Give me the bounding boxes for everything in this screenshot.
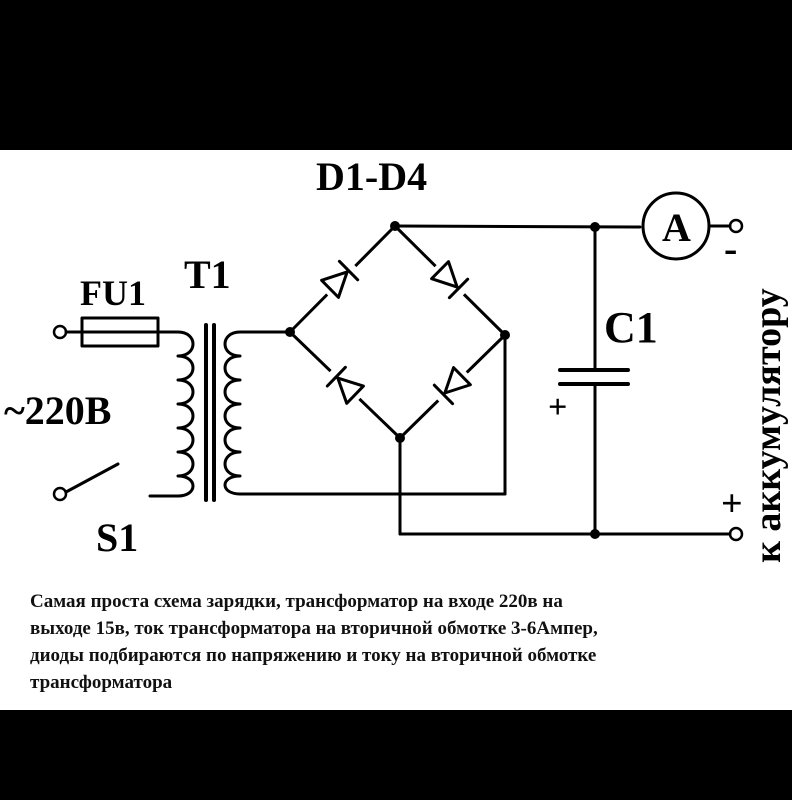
junction-dots [285, 221, 600, 539]
label-mains: ~220В [4, 388, 111, 433]
caption-text: Самая проста схема зарядки, трансформато… [30, 591, 598, 693]
switch-s1 [64, 462, 120, 494]
label-battery: к аккумулятору [747, 288, 789, 563]
label-out-plus: + [721, 483, 743, 525]
diode-d3 [320, 361, 370, 409]
label-out-minus: - [724, 226, 737, 271]
diode-d1 [315, 254, 365, 304]
output-terminal-minus [728, 218, 744, 234]
label-bridge: D1-D4 [316, 154, 427, 199]
wire-output-top [393, 224, 642, 229]
label-fuse: FU1 [80, 273, 146, 313]
bridge-outline [288, 224, 507, 440]
transformer-secondary-winding [223, 330, 242, 496]
input-terminal-top [52, 324, 68, 340]
label-cap-plus: + [548, 389, 567, 426]
diode-d2 [425, 255, 475, 305]
transformer-primary-winding [176, 330, 195, 498]
input-terminal-bottom [52, 486, 68, 502]
label-ammeter: A [662, 205, 691, 250]
diagram-frame [0, 150, 792, 710]
label-capacitor: C1 [604, 303, 658, 352]
label-transformer: T1 [184, 252, 231, 297]
diode-d4 [427, 361, 477, 411]
label-switch: S1 [96, 515, 138, 560]
output-terminal-plus [728, 526, 744, 542]
